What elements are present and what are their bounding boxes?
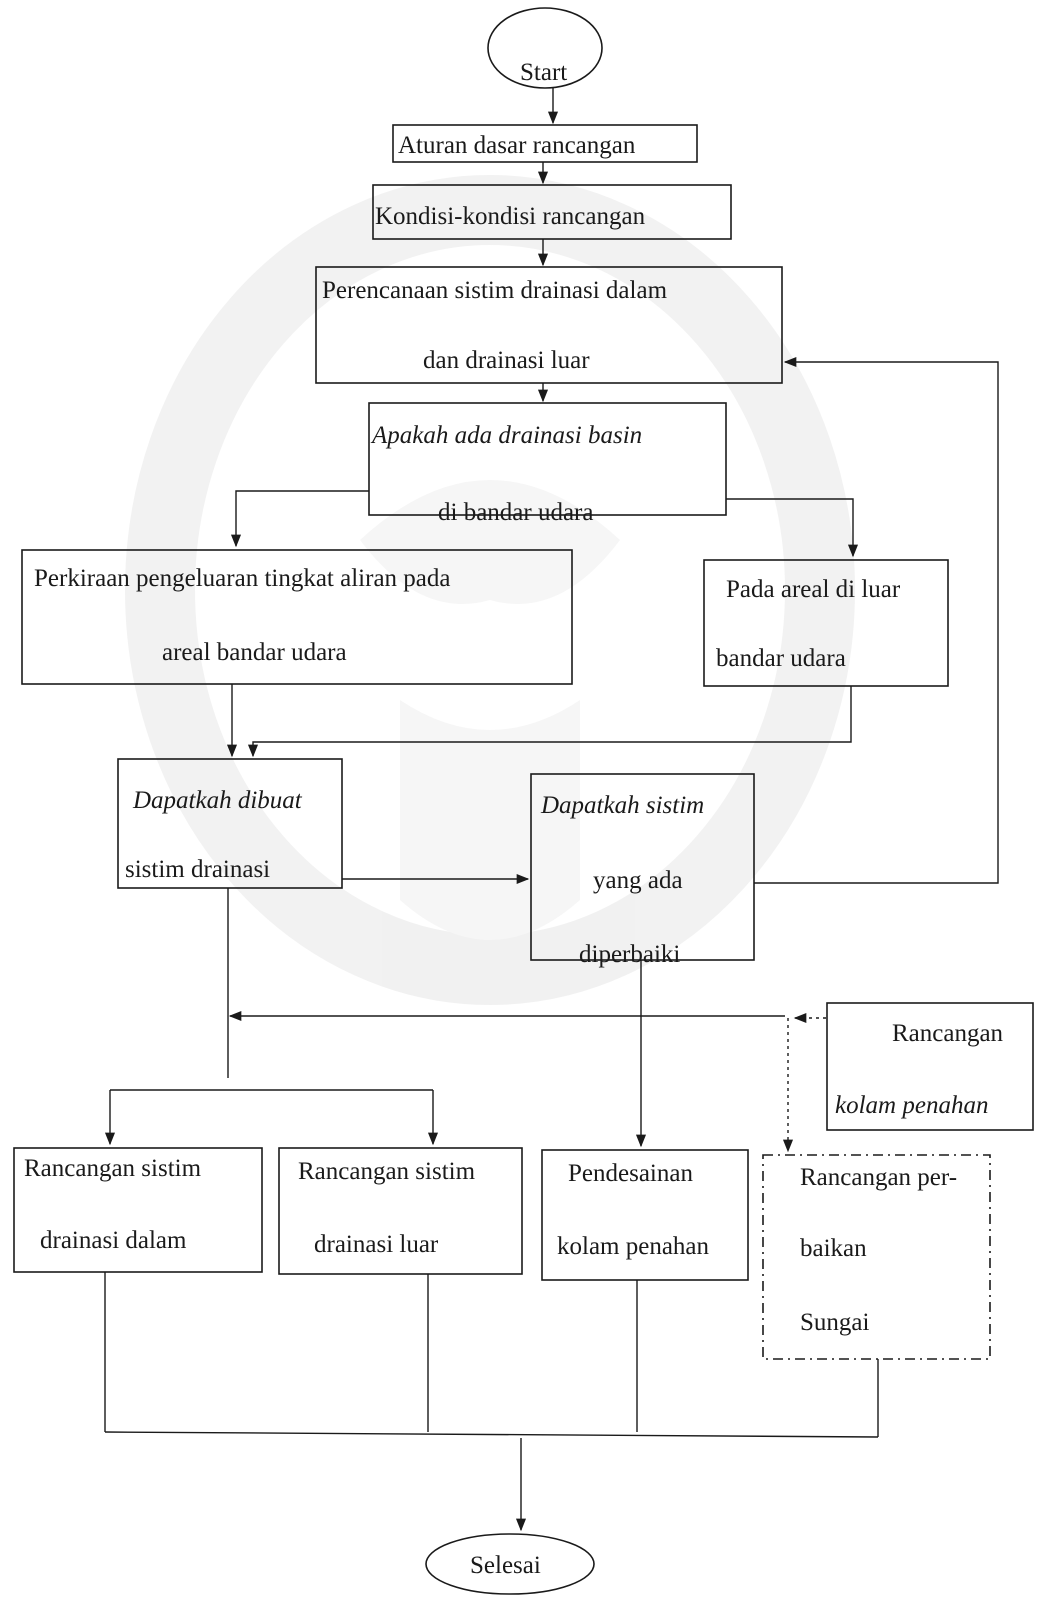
aturan-label: Aturan dasar rancangan [398, 132, 636, 159]
apakah-line-1: Apakah ada drainasi basin [370, 422, 642, 449]
rancangan-kolam-line-1: Rancangan [892, 1020, 1004, 1047]
node-perkiraan: Perkiraan pengeluaran tingkat aliran pad… [21, 549, 573, 685]
sistim-dalam-line-2: drainasi dalam [40, 1227, 187, 1254]
dapatkah-sistim-line-1: Dapatkah sistim [540, 792, 704, 819]
node-kondisi: Kondisi-kondisi rancangan [372, 184, 732, 240]
rancangan-kolam-line-2: kolam penahan [835, 1092, 988, 1119]
selesai-label: Selesai [470, 1552, 541, 1579]
perkiraan-line-2: areal bandar udara [162, 639, 347, 666]
perkiraan-line-1: Perkiraan pengeluaran tingkat aliran pad… [34, 565, 450, 592]
watermark-seal [125, 175, 855, 1005]
sistim-dalam-line-1: Rancangan sistim [24, 1155, 202, 1182]
decision-dapatkah-diperbaiki: Dapatkah sistim yang ada diperbaiki [530, 773, 755, 968]
node-perbaikan-sungai: Rancangan per- baikan Sungai [762, 1154, 991, 1360]
dapatkah-sistim-line-3: diperbaiki [579, 941, 680, 968]
node-sistim-luar: Rancangan sistim drainasi luar [278, 1147, 523, 1275]
node-rancangan-kolam: Rancangan kolam penahan [826, 1002, 1034, 1131]
node-pendesainan: Pendesainan kolam penahan [541, 1149, 749, 1281]
perencanaan-line-1: Perencanaan sistim drainasi dalam [322, 277, 668, 304]
node-perencanaan: Perencanaan sistim drainasi dalam dan dr… [315, 266, 783, 384]
decision-apakah-basin: Apakah ada drainasi basin di bandar udar… [368, 402, 727, 526]
node-sistim-dalam: Rancangan sistim drainasi dalam [13, 1147, 263, 1273]
start-label: Start [520, 59, 567, 86]
node-aturan-dasar: Aturan dasar rancangan [392, 124, 698, 163]
perbaikan-line-2: baikan [800, 1235, 867, 1262]
dapatkah-sistim-line-2: yang ada [593, 867, 683, 894]
connectors [104, 88, 999, 1532]
apakah-line-2: di bandar udara [438, 499, 593, 526]
node-pada-areal: Pada areal di luar bandar udara [703, 559, 949, 687]
perbaikan-line-3: Sungai [800, 1309, 870, 1336]
end-node: Selesai [425, 1533, 595, 1595]
dapatkah-dibuat-line-2: sistim drainasi [125, 856, 270, 883]
dapatkah-dibuat-line-1: Dapatkah dibuat [132, 787, 303, 814]
pendesainan-line-1: Pendesainan [568, 1160, 693, 1187]
kondisi-label: Kondisi-kondisi rancangan [375, 203, 646, 230]
decision-dapatkah-dibuat: Dapatkah dibuat sistim drainasi [117, 758, 343, 889]
sistim-luar-line-1: Rancangan sistim [298, 1158, 476, 1185]
pada-areal-line-1: Pada areal di luar [726, 576, 901, 603]
start-node: Start [487, 7, 603, 89]
perencanaan-line-2: dan drainasi luar [423, 347, 590, 374]
pendesainan-line-2: kolam penahan [557, 1233, 710, 1260]
sistim-luar-line-2: drainasi luar [314, 1231, 439, 1258]
perbaikan-line-1: Rancangan per- [800, 1164, 957, 1191]
pada-areal-line-2: bandar udara [716, 645, 846, 672]
